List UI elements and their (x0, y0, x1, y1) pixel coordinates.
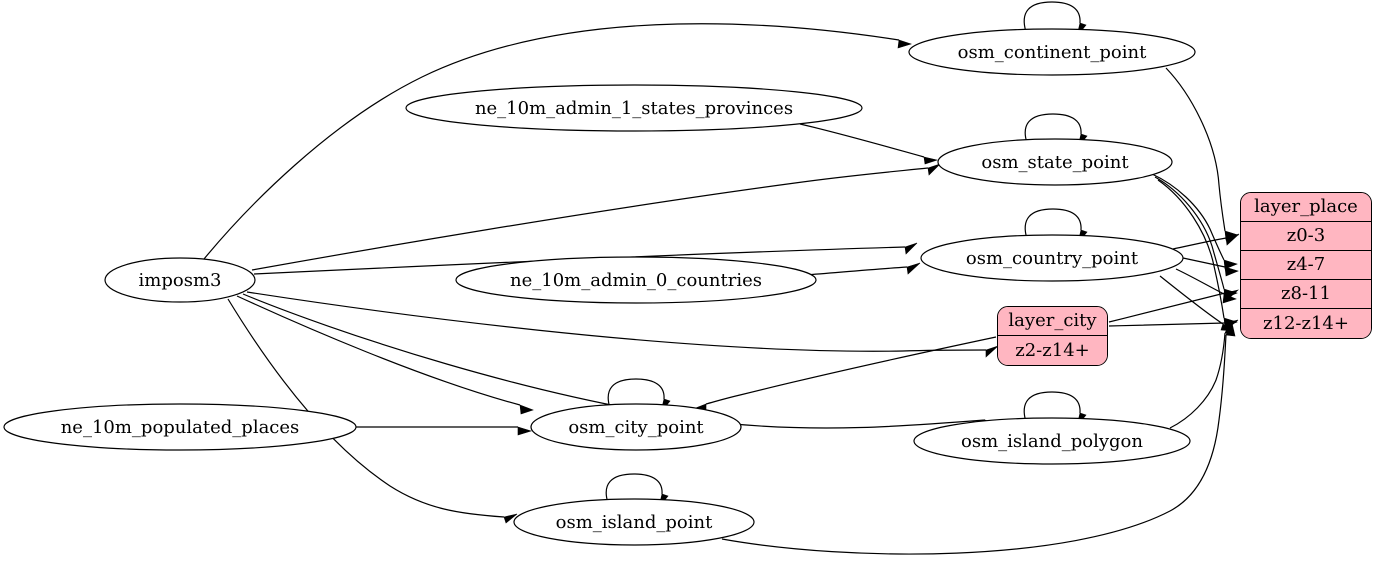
edge-imposm3-to-layer-city (246, 291, 987, 352)
node-ne-10m-admin-1-states-provinces[interactable]: ne_10m_admin_1_states_provinces (405, 84, 863, 132)
edge-ne-states-to-osm-state-point (799, 123, 925, 158)
arrowhead-imposm3-osm-city-point (519, 404, 534, 415)
edge-osm-country-point-self-loop (1024, 208, 1082, 240)
edge-imposm3-to-osm-island-point (227, 298, 505, 518)
edge-imposm3-to-osm-state-point (251, 167, 929, 271)
node-imposm3[interactable]: imposm3 (104, 257, 256, 303)
layer-place-row-z8-11[interactable]: z8-11 (1241, 280, 1371, 309)
edge-osm-island-point-to-layer-place-z12-z14 (721, 334, 1227, 555)
node-ne-10m-populated-places[interactable]: ne_10m_populated_places (3, 403, 357, 451)
layer-place-row-title[interactable]: layer_place (1241, 193, 1371, 222)
node-label-imposm3: imposm3 (139, 270, 222, 291)
edge-osm-continent-point-self-loop (1023, 1, 1081, 33)
arrowhead-layer-city-layer-place-z8-11 (1224, 289, 1240, 301)
edge-layer (203, 1, 1240, 555)
edge-osm-state-point-to-layer-place-z12-z14 (1157, 179, 1225, 319)
arrowhead-ne-populated-osm-city-point (517, 426, 533, 436)
layer-city-row-title[interactable]: layer_city (998, 307, 1107, 336)
edge-osm-city-point-self-loop (607, 378, 665, 409)
node-ne-10m-admin-0-countries[interactable]: ne_10m_admin_0_countries (455, 256, 817, 304)
edge-layer-city-to-osm-city-point (705, 336, 997, 405)
edge-osm-country-point-to-layer-place-z4-7 (1182, 257, 1226, 268)
edge-osm-state-point-to-layer-place-z4-7 (1151, 173, 1225, 261)
node-osm-island-point[interactable]: osm_island_point (513, 498, 755, 546)
edge-osm-country-point-to-layer-place-z8-11 (1175, 268, 1225, 295)
arrowhead-ne-countries-osm-country-point (906, 262, 921, 275)
layer-city-row-z2-z14-[interactable]: z2-z14+ (998, 336, 1107, 365)
node-label-osm-continent-point: osm_continent_point (958, 42, 1147, 63)
edge-osm-country-point-to-layer-place-z12-z14 (1159, 275, 1224, 325)
node-osm-state-point[interactable]: osm_state_point (937, 138, 1173, 186)
arrowhead-ne-states-osm-state-point (923, 156, 939, 165)
arrowhead-imposm3-osm-continent-point (897, 39, 912, 49)
node-label-osm-island-polygon: osm_island_polygon (961, 431, 1143, 452)
node-label-osm-state-point: osm_state_point (981, 152, 1129, 173)
edge-osm-continent-point-to-layer-place-z0-3 (1165, 67, 1226, 232)
edge-layer-city-to-layer-place-z8-11 (1108, 292, 1226, 323)
edge-osm-island-point-self-loop (605, 473, 663, 504)
node-label-ne-countries: ne_10m_admin_0_countries (510, 270, 762, 291)
arrowhead-osm-island-point-layer-place-z12-z14 (1225, 322, 1236, 337)
edge-osm-island-polygon-self-loop (1023, 391, 1081, 423)
node-osm-city-point[interactable]: osm_city_point (530, 403, 742, 451)
edge-imposm3-to-osm-city-point (236, 295, 521, 406)
node-label-ne-populated: ne_10m_populated_places (61, 417, 300, 438)
node-label-osm-island-point: osm_island_point (556, 512, 713, 533)
node-osm-continent-point[interactable]: osm_continent_point (908, 28, 1196, 76)
node-label-osm-city-point: osm_city_point (568, 417, 704, 438)
node-label-osm-country-point: osm_country_point (966, 248, 1139, 269)
node-osm-island-polygon[interactable]: osm_island_polygon (913, 417, 1191, 465)
edge-layer-city-to-layer-place-z12-z14 (1108, 322, 1226, 327)
edge-osm-state-point-self-loop (1024, 113, 1082, 144)
arrowhead-imposm3-osm-island-point (503, 513, 518, 524)
node-label-ne-states: ne_10m_admin_1_states_provinces (475, 98, 793, 119)
arrowhead-osm-country-point-layer-place-z0-3 (1225, 233, 1240, 246)
layer-place-row-z12-z14-[interactable]: z12-z14+ (1241, 309, 1371, 338)
arrowhead-osm-country-point-layer-place-z4-7 (1224, 266, 1239, 277)
arrowhead-osm-state-point-layer-place-z4-7 (1223, 259, 1238, 270)
edge-osm-state-point-to-layer-place-z8-11 (1154, 176, 1225, 290)
edge-osm-country-point-to-layer-place-z0-3 (1172, 237, 1227, 250)
edge-imposm3-to-osm-continent-point (203, 23, 900, 260)
node-layer: imposm3 ne_10m_admin_1_states_provinces … (3, 28, 1196, 546)
arrowhead-imposm3-osm-country-point (904, 242, 918, 255)
edge-ne-countries-to-osm-country-point (804, 266, 908, 276)
edge-osm-island-polygon-to-layer-place-z12-z14 (1169, 332, 1226, 429)
arrowhead-imposm3-osm-state-point (927, 163, 941, 176)
layer-place-row-z4-7[interactable]: z4-7 (1241, 251, 1371, 280)
layer-place-row-z0-3[interactable]: z0-3 (1241, 222, 1371, 251)
arrowhead-imposm3-layer-city (985, 345, 999, 358)
node-osm-country-point[interactable]: osm_country_point (920, 234, 1184, 282)
